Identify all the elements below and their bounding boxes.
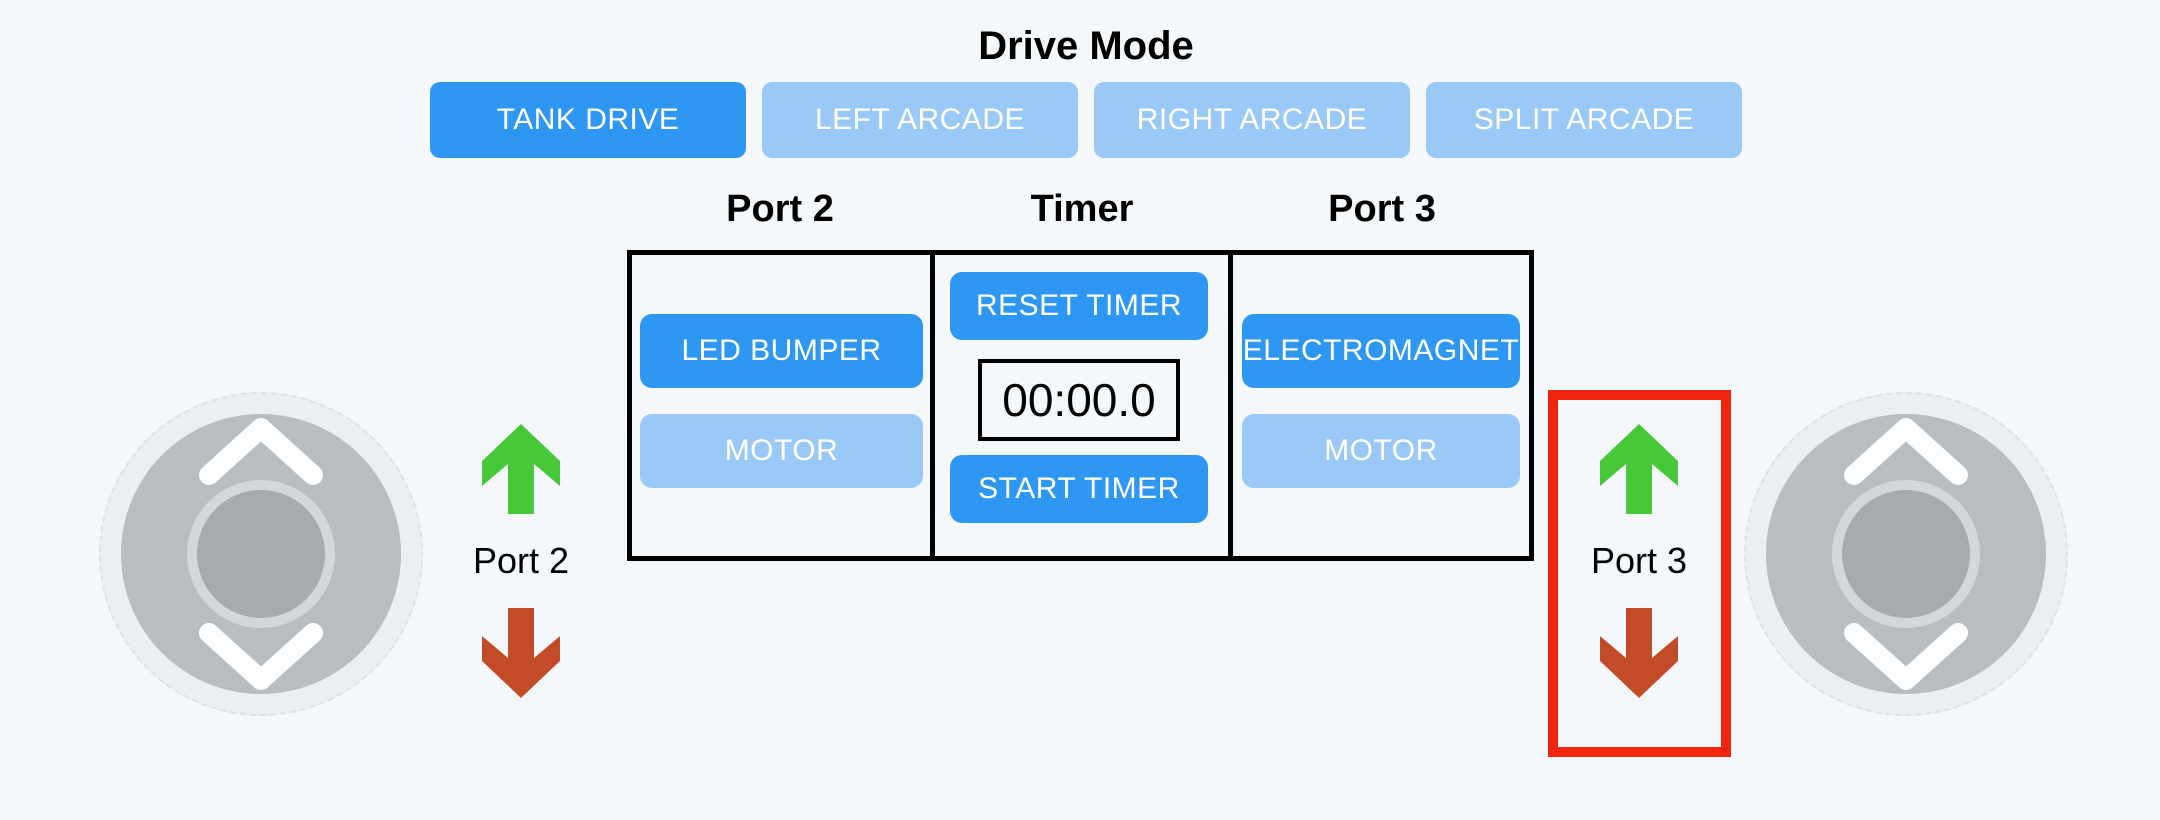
chevron-down-icon: [1844, 623, 1968, 690]
tank-drive-button[interactable]: TANK DRIVE: [430, 82, 746, 158]
port2-motor-button[interactable]: MOTOR: [640, 414, 923, 488]
chevron-down-icon: [199, 623, 323, 690]
port2-side-label: Port 2: [472, 540, 570, 581]
right-joystick-knob-center: [1842, 490, 1970, 618]
start-timer-button[interactable]: START TIMER: [950, 455, 1208, 523]
chevron-up-icon: [1844, 418, 1968, 485]
right-joystick-body: [1766, 414, 2046, 694]
right-joystick-knob[interactable]: [1832, 480, 1980, 628]
drive-mode-title: Drive Mode: [978, 24, 1194, 68]
port3-up-arrow-icon: [1600, 423, 1678, 515]
led-bumper-button[interactable]: LED BUMPER: [640, 314, 923, 388]
left-arcade-button[interactable]: LEFT ARCADE: [762, 82, 1078, 158]
board-divider-right: [1228, 250, 1233, 561]
port3-motor-button[interactable]: MOTOR: [1242, 414, 1520, 488]
port3-side-label: Port 3: [1590, 540, 1688, 581]
chevron-up-icon: [199, 418, 323, 485]
board-divider-left: [930, 250, 935, 561]
port3-down-arrow-icon: [1600, 607, 1678, 699]
port3-column-header: Port 3: [1328, 188, 1436, 230]
port2-down-arrow-icon: [482, 607, 560, 699]
left-joystick-knob-center: [197, 490, 325, 618]
reset-timer-button[interactable]: RESET TIMER: [950, 272, 1208, 340]
left-joystick[interactable]: [99, 392, 423, 716]
right-joystick[interactable]: [1744, 392, 2068, 716]
left-joystick-body: [121, 414, 401, 694]
port2-column-header: Port 2: [726, 188, 834, 230]
port3-highlight-box: [1548, 390, 1731, 757]
port2-up-arrow-icon: [482, 423, 560, 515]
left-joystick-knob[interactable]: [187, 480, 335, 628]
timer-display: 00:00.0: [978, 359, 1180, 441]
timer-column-header: Timer: [1030, 188, 1134, 230]
right-arcade-button[interactable]: RIGHT ARCADE: [1094, 82, 1410, 158]
split-arcade-button[interactable]: SPLIT ARCADE: [1426, 82, 1742, 158]
electromagnet-button[interactable]: ELECTROMAGNET: [1242, 314, 1520, 388]
